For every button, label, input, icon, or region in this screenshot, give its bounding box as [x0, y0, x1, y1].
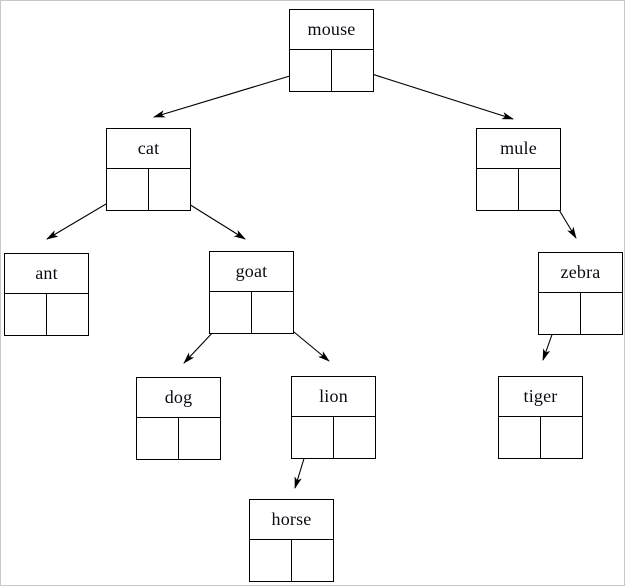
node-ant-right-pointer — [47, 294, 88, 335]
tree-node-goat: goat — [209, 251, 294, 334]
tree-node-cat: cat — [106, 128, 191, 211]
node-goat-right-pointer — [252, 292, 293, 333]
tree-node-mouse: mouse — [289, 9, 374, 92]
node-horse-left-pointer — [250, 540, 292, 581]
node-zebra-label: zebra — [539, 253, 622, 293]
node-tiger-right-pointer — [541, 417, 582, 458]
node-lion-label: lion — [292, 377, 375, 417]
node-tiger-left-pointer — [499, 417, 541, 458]
node-mule-label: mule — [477, 129, 560, 169]
edge-mouse-right-to-mule — [352, 67, 514, 120]
node-zebra-pointers — [539, 293, 622, 334]
node-mule-left-pointer — [477, 169, 519, 210]
node-lion-right-pointer — [334, 417, 375, 458]
tree-node-mule: mule — [476, 128, 561, 211]
node-cat-pointers — [107, 169, 190, 210]
tree-node-dog: dog — [136, 377, 221, 460]
node-horse-pointers — [250, 540, 333, 581]
node-tiger-label: tiger — [499, 377, 582, 417]
tree-node-horse: horse — [249, 499, 334, 582]
node-zebra-right-pointer — [581, 293, 622, 334]
node-ant-label: ant — [5, 254, 88, 294]
node-cat-left-pointer — [107, 169, 149, 210]
node-mule-right-pointer — [519, 169, 560, 210]
node-cat-right-pointer — [149, 169, 190, 210]
node-goat-left-pointer — [210, 292, 252, 333]
node-mule-pointers — [477, 169, 560, 210]
node-dog-right-pointer — [179, 418, 220, 459]
node-goat-label: goat — [210, 252, 293, 292]
node-dog-left-pointer — [137, 418, 179, 459]
node-goat-pointers — [210, 292, 293, 333]
node-mouse-left-pointer — [290, 50, 332, 91]
node-mouse-right-pointer — [332, 50, 373, 91]
tree-node-zebra: zebra — [538, 252, 623, 335]
node-dog-pointers — [137, 418, 220, 459]
tree-node-lion: lion — [291, 376, 376, 459]
node-zebra-left-pointer — [539, 293, 581, 334]
node-tiger-pointers — [499, 417, 582, 458]
node-lion-pointers — [292, 417, 375, 458]
node-mouse-pointers — [290, 50, 373, 91]
node-ant-pointers — [5, 294, 88, 335]
tree-node-tiger: tiger — [498, 376, 583, 459]
node-cat-label: cat — [107, 129, 190, 169]
node-lion-left-pointer — [292, 417, 334, 458]
node-mouse-label: mouse — [290, 10, 373, 50]
tree-node-ant: ant — [4, 253, 89, 336]
node-horse-label: horse — [250, 500, 333, 540]
node-horse-right-pointer — [292, 540, 333, 581]
node-ant-left-pointer — [5, 294, 47, 335]
node-dog-label: dog — [137, 378, 220, 418]
